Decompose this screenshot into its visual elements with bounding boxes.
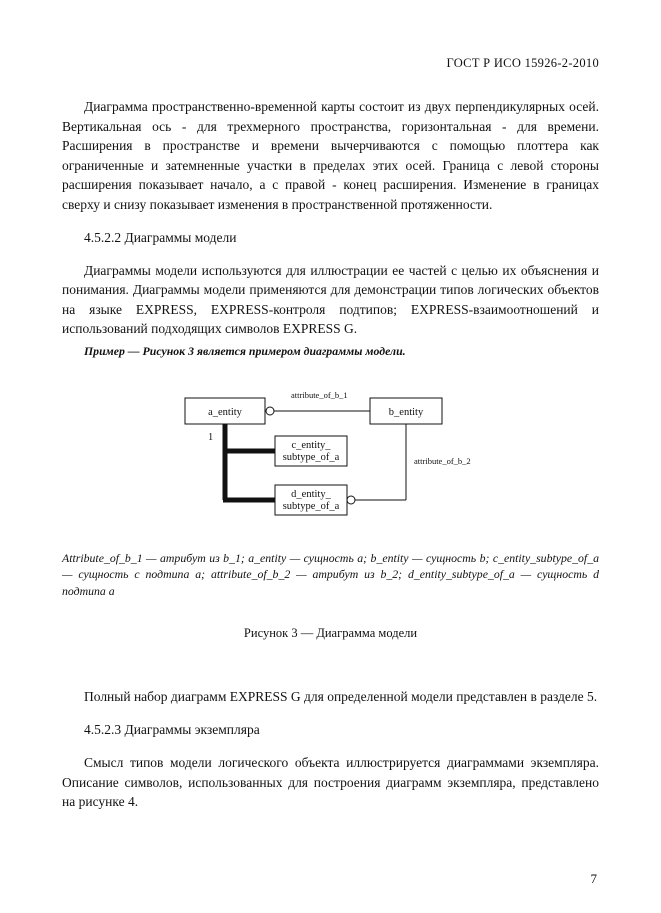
- c-entity-label-line1: c_entity_: [291, 440, 331, 451]
- figure-3-diagram: a_entity b_entity c_entity_ subtype_of_a…: [62, 387, 599, 532]
- c-entity-label-line2: subtype_of_a: [283, 452, 340, 463]
- paragraph-instance-diagrams: Смысл типов модели логического объекта и…: [62, 755, 599, 810]
- a-entity-box: [184, 397, 266, 425]
- example-note: Пример — Рисунок 3 является примером диа…: [84, 343, 406, 358]
- attribute-b2-label: attribute_of_b_2: [414, 456, 471, 466]
- heading-4-5-2-2: 4.5.2.2 Диаграммы модели: [84, 229, 237, 245]
- b-entity-label: b_entity: [389, 407, 424, 418]
- page-number: 7: [590, 871, 598, 886]
- attribute-b2-circle-icon: [346, 495, 356, 505]
- heading-4-5-2-3: 4.5.2.3 Диаграммы экземпляра: [84, 722, 260, 738]
- figure-3-legend: Attribute_of_b_1 — атрибут из b_1; a_ent…: [62, 550, 599, 598]
- c-entity-box: [274, 435, 348, 467]
- paragraph-space-time-map: Диаграмма пространственно-временной карт…: [62, 99, 599, 212]
- express-g-model-diagram: a_entity b_entity c_entity_ subtype_of_a…: [184, 390, 471, 516]
- d-entity-box: [274, 484, 348, 516]
- standard-number-header: ГОСТ Р ИСО 15926-2-2010: [446, 56, 599, 70]
- figure-3-caption: Рисунок 3 — Диаграмма модели: [243, 626, 418, 641]
- attribute-b1-label: attribute_of_b_1: [291, 390, 348, 400]
- cardinality-label: 1: [208, 432, 213, 443]
- paragraph-model-diagrams: Диаграммы модели используются для иллюст…: [62, 262, 599, 337]
- a-entity-label: a_entity: [208, 407, 243, 418]
- d-entity-label-line1: d_entity_: [291, 489, 331, 500]
- b-entity-box: [369, 397, 443, 425]
- attribute-b1-circle-icon: [265, 406, 275, 416]
- d-entity-label-line2: subtype_of_a: [283, 501, 340, 512]
- paragraph-full-set-diagrams: Полный набор диаграмм EXPRESS G для опре…: [84, 689, 598, 705]
